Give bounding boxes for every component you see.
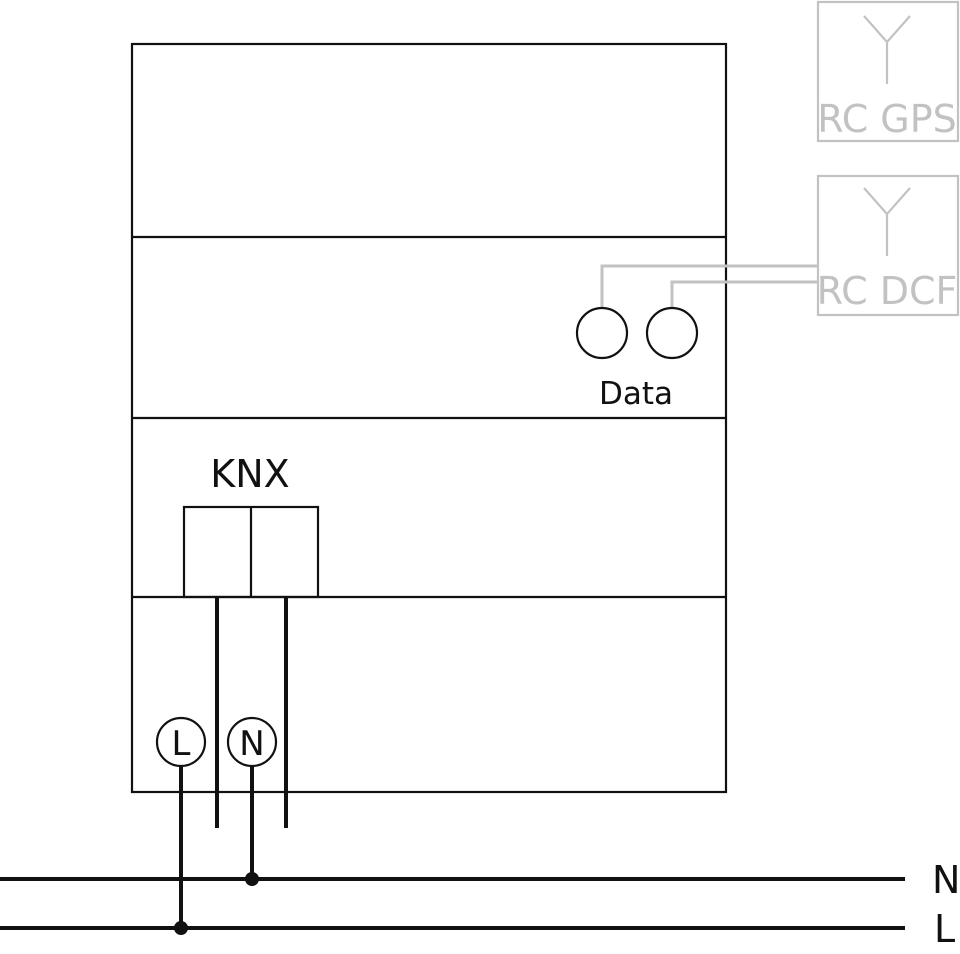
antenna-cable-2 [670,280,818,308]
supply-wires [0,766,905,930]
antenna-gps [816,0,960,143]
terminal-n-label: N [239,724,264,764]
antenna-cable-1 [600,264,818,308]
antenna-cables [600,264,818,308]
terminal-l-label: L [172,724,191,764]
junction-l [174,921,188,935]
antenna-dcf [816,174,960,317]
antenna-dcf-icon [863,187,911,256]
data-label: Data [599,376,673,412]
knx-label: KNX [210,452,289,496]
data-terminals [575,306,699,360]
data-terminal-1 [575,306,629,360]
device-housing [130,42,728,794]
antenna-dcf-box [816,174,960,317]
data-terminal-2 [645,306,699,360]
supply-terminals [155,716,278,768]
bus-line-l-label: L [934,907,955,951]
antenna-gps-box [816,0,960,143]
knx-wires [215,597,288,828]
knx-connector [182,505,320,599]
antenna-gps-icon [863,15,911,84]
junction-n [245,872,259,886]
antenna-dcf-label: RC DCF [817,269,958,313]
bus-line-n-label: N [932,858,960,902]
antenna-gps-label: RC GPS [817,97,957,141]
